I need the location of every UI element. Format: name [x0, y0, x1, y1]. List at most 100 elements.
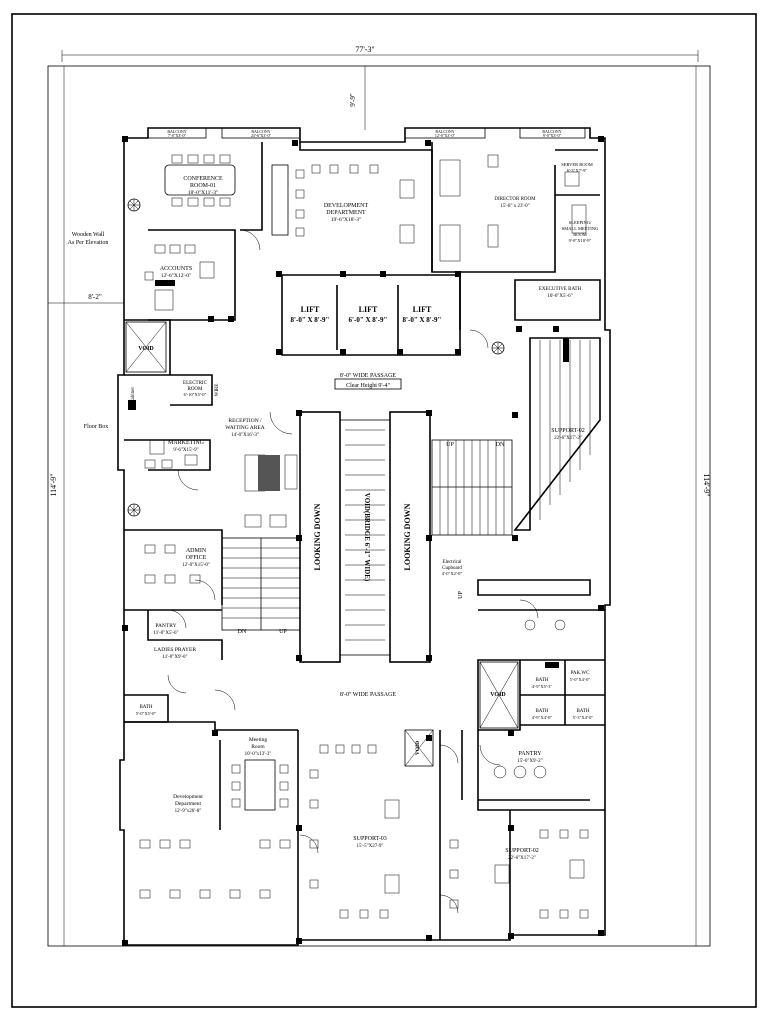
lift-3-name: LIFT [413, 305, 432, 314]
reception-name-2: WAITING AREA [225, 425, 265, 431]
floor-box-note: Floor Box [84, 424, 109, 430]
conference-room-size: 18'-0"X11'-3" [188, 190, 218, 196]
stair-up-mid-right: UP [458, 591, 464, 599]
sleeping-room-name-2: SMALL MEETING [562, 226, 599, 231]
development-top-name-2: DEPARTMENT [326, 210, 366, 216]
top-setback-dimension: 9'-9" [349, 66, 366, 130]
electrical-cupboard-name-1: Electrical [442, 560, 462, 565]
building-outline [117, 127, 611, 946]
meeting-room-size: 10'-0"x13'-3" [245, 752, 272, 757]
labels: Wooden Wall As Per Elevation Floor Box C… [68, 162, 599, 861]
void-shafts [125, 321, 519, 767]
wooden-wall-note-2: As Per Elevation [68, 240, 109, 246]
electrical-cupboard-name-2: Cupboard [442, 566, 462, 571]
development-top-size: 19'-6"X18'-3" [331, 217, 362, 223]
conference-room-name-2: ROOM-01 [190, 183, 216, 189]
pantry-right-size: 15'-6"X9'-2" [517, 759, 542, 764]
bath-r3-size: 5'-3"X4'-0" [573, 715, 594, 720]
looking-down-left-label: LOOKING DOWN [313, 503, 322, 570]
bath-r3-name: BATH [576, 709, 589, 714]
right-length-dimension: 114'-9" [695, 66, 711, 946]
conference-room-name-1: CONFERENCE [183, 176, 223, 182]
development-bottom-name-1: Development [173, 794, 203, 800]
marketing-name: MARKETING [168, 440, 205, 446]
void-bridge [339, 419, 391, 656]
pak-wc-size: 5'-0"X4'-0" [570, 677, 591, 682]
development-bottom-size: 12'-9"x26'-8" [175, 809, 202, 814]
director-room-size: 15'-8" x 23'-0" [500, 204, 529, 209]
left-length-dimension: 114'-9" [49, 66, 65, 946]
overall-width-dimension: 77'-3" [61, 45, 699, 62]
sleeping-room-name-3: ROOM [573, 232, 587, 237]
reception-name-1: RECEPTION / [228, 418, 262, 424]
sleeping-room-name-1: SLEEPING/ [569, 220, 592, 225]
overall-width-label: 77'-3" [355, 45, 374, 54]
stair-dn-top: DN [496, 442, 505, 448]
bath-r2-size: 4'-9"X4'-0" [532, 715, 553, 720]
meeting-room-name-1: Meeting [249, 737, 268, 743]
executive-bath-name: EXECUTIVE BATH [539, 287, 582, 292]
balcony-3-size: 12'-0"X3'-0" [435, 133, 456, 138]
balcony-4-title: BALCONY [542, 129, 561, 134]
balcony-3-title: BALCONY [435, 129, 454, 134]
columns [122, 136, 604, 946]
support-02-bottom-size: 22'-6"X17'-2" [508, 856, 536, 861]
meeting-room-name-2: Room [251, 744, 265, 750]
bath-left-name: BATH [139, 705, 152, 710]
passage-top-label: 8'-0" WIDE PASSAGE [340, 373, 397, 379]
pantry-left-name: PANTRY [155, 623, 176, 629]
reception-rug [258, 455, 280, 491]
pantry-right-name: PANTRY [518, 751, 542, 757]
support-03-name: SUPPORT-03 [353, 836, 386, 842]
reception-size: 14'-0"X16'-3" [231, 433, 259, 438]
balcony-4-size: 9'-0"X3'-0" [543, 133, 562, 138]
marketing-size: 9'-6"X15'-9" [173, 448, 198, 453]
bath-r1-size: 4'-9"X5'-3" [532, 684, 553, 689]
electric-room-name-1: ELECTRIC [183, 381, 208, 386]
support-02-bottom-name: SUPPORT-02 [505, 848, 538, 854]
lift-2-size: 6'-0" X 8'-9" [349, 316, 388, 324]
lift-1-size: 8'-0" X 8'-9" [291, 316, 330, 324]
pantry-left-size: 11'-0"X5'-6" [153, 631, 178, 636]
clear-height-note: Clear Height 9'-4" [346, 383, 390, 389]
pak-wc-name: PAK.WC [571, 671, 591, 676]
server-room-name: SERVER ROOM [561, 162, 593, 167]
stair-support [477, 337, 601, 596]
accounts-size: 12'-6"X12'-0" [161, 273, 192, 279]
site-boundary [47, 65, 711, 947]
development-bottom-name-2: Department [175, 801, 201, 807]
bath-r2-name: BATH [535, 709, 548, 714]
sheet-border [11, 13, 757, 1008]
lift-2-name: LIFT [359, 305, 378, 314]
balcony-1-size: 7'-0"X3'-0" [168, 133, 187, 138]
wooden-wall-note-1: Wooden Wall [72, 232, 105, 238]
left-length-label: 114'-9" [49, 473, 58, 496]
support-02-top-name: SUPPORT-02 [551, 428, 584, 434]
electrical-cupboard-size: 4'-0"X2'-0" [442, 571, 463, 576]
director-room-name: DIRECTOR ROOM [494, 197, 536, 202]
ladies-prayer-name: LADIES PRAYER [154, 647, 196, 653]
top-setback-label: 9'-9" [349, 93, 357, 107]
lift-1-name: LIFT [301, 305, 320, 314]
balcony-2-title: BALCONY [251, 129, 270, 134]
ladies-prayer-size: 11'-0"X9'-0" [162, 655, 187, 660]
left-setback-label: 8'-2" [88, 293, 102, 301]
stair-dn-left: DN [238, 629, 247, 635]
passage-bottom-label: 8'-0" WIDE PASSAGE [340, 692, 397, 698]
plant-icons [127, 198, 505, 517]
sleeping-room-size: 9'-0"X10'-9" [569, 238, 592, 243]
server-room-size: 6'-3"X7'-9" [567, 168, 588, 173]
admin-name-2: OFFICE [186, 555, 207, 561]
balconies: BALCONY 7'-0"X3'-0" BALCONY 23'-6"X3'-0"… [147, 127, 586, 139]
support-03-size: 15'-5"X27-9" [357, 844, 384, 849]
bath-r1-name: BATH [535, 678, 548, 683]
electric-room-name-2: ROOM [187, 387, 203, 392]
electric-room-size: 6'-10"X5'-0" [184, 392, 207, 397]
interior-walls [124, 142, 605, 940]
support-02-top-size: 22'-6"X17'-2" [554, 436, 582, 441]
balcony-2-size: 23'-6"X3'-0" [251, 133, 272, 138]
stair-up-top: UP [446, 442, 454, 448]
stair-up-left: UP [279, 629, 287, 635]
void-top-label: VOID [138, 346, 154, 352]
